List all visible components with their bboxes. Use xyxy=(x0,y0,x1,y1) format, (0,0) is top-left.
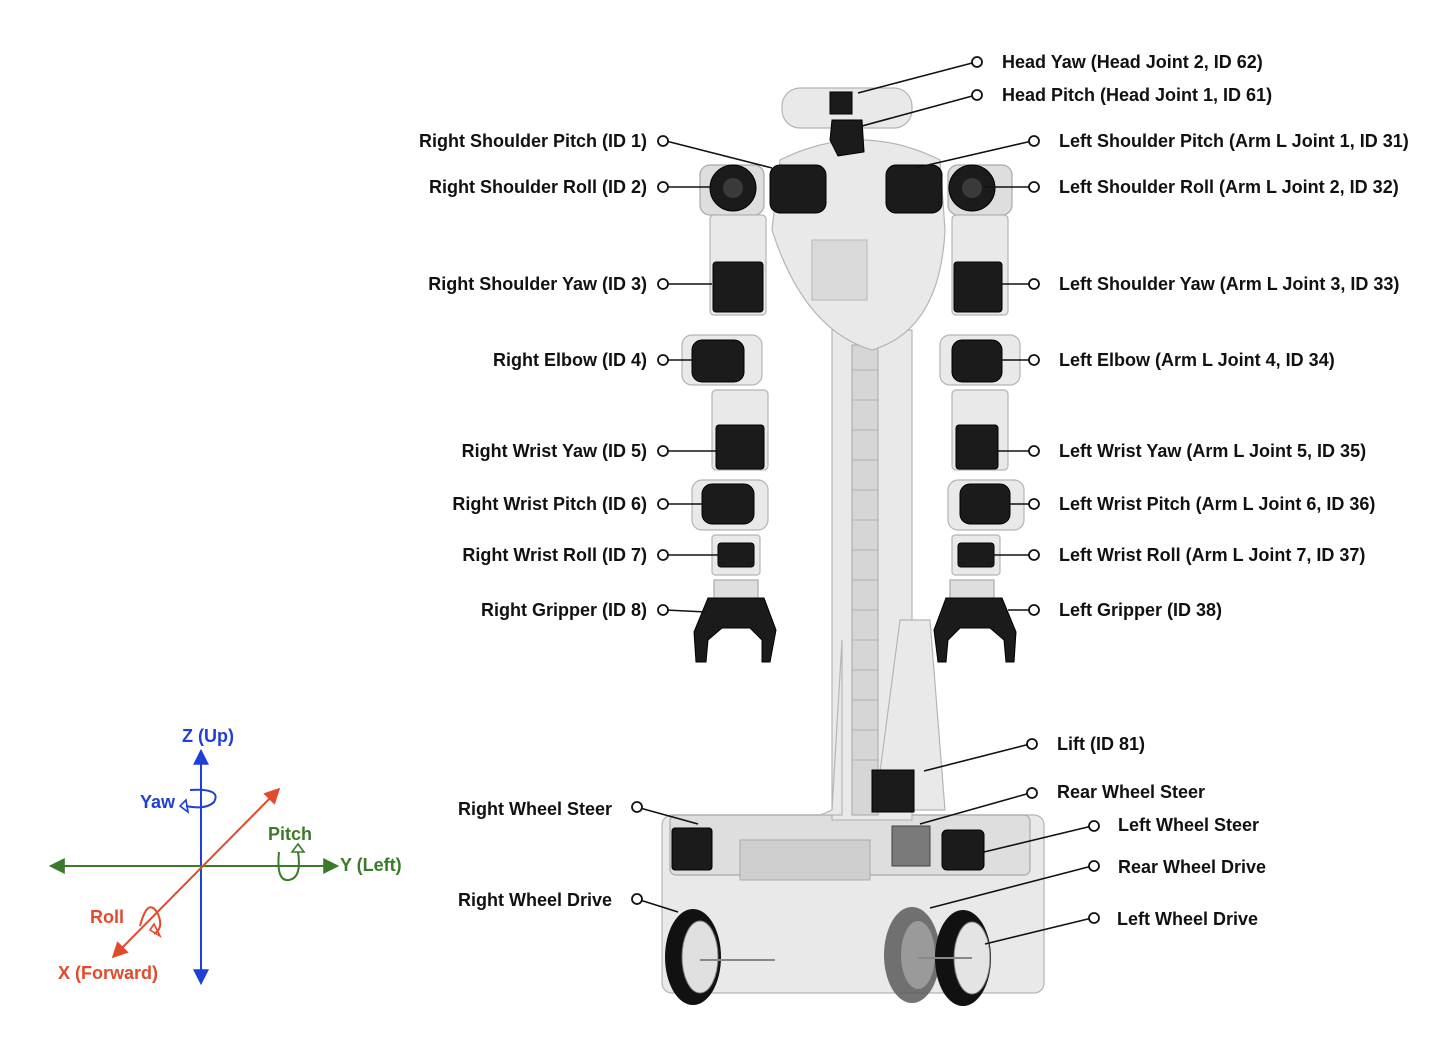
label-head-yaw: Head Yaw (Head Joint 2, ID 62) xyxy=(1002,52,1263,72)
label-left-wrist-pitch: Left Wrist Pitch (Arm L Joint 6, ID 36) xyxy=(1059,494,1375,514)
left-shoulder-pitch-motor xyxy=(885,164,943,214)
right-wrist-roll-motor xyxy=(717,542,755,568)
left-elbow-motor xyxy=(951,339,1003,383)
right-wrist-yaw-motor xyxy=(715,424,765,470)
label-left-wrist-roll: Left Wrist Roll (Arm L Joint 7, ID 37) xyxy=(1059,545,1365,565)
roll-label: Roll xyxy=(90,907,124,927)
rear-wheel-steer-motor xyxy=(891,825,931,867)
label-rear-wheel-steer: Rear Wheel Steer xyxy=(1057,782,1205,802)
label-right-wheel-steer: Right Wheel Steer xyxy=(458,799,612,819)
label-left-elbow: Left Elbow (Arm L Joint 4, ID 34) xyxy=(1059,350,1335,370)
label-right-wrist-pitch: Right Wrist Pitch (ID 6) xyxy=(452,494,647,514)
label-left-wrist-yaw: Left Wrist Yaw (Arm L Joint 5, ID 35) xyxy=(1059,441,1366,461)
yaw-rotation-icon xyxy=(185,788,217,809)
right-gripper-shape xyxy=(693,597,777,663)
x-axis-label: X (Forward) xyxy=(58,963,158,983)
label-rear-wheel-drive: Rear Wheel Drive xyxy=(1118,857,1266,877)
y-axis-label: Y (Left) xyxy=(340,855,402,875)
right-wheel-steer-motor xyxy=(671,827,713,871)
lift-flare xyxy=(874,619,946,811)
label-left-shoulder-pitch: Left Shoulder Pitch (Arm L Joint 1, ID 3… xyxy=(1059,131,1409,151)
label-right-elbow: Right Elbow (ID 4) xyxy=(493,350,647,370)
label-left-gripper: Left Gripper (ID 38) xyxy=(1059,600,1222,620)
right-elbow-motor xyxy=(691,339,745,383)
label-left-wheel-drive: Left Wheel Drive xyxy=(1117,909,1258,929)
label-left-shoulder-yaw: Left Shoulder Yaw (Arm L Joint 3, ID 33) xyxy=(1059,274,1399,294)
right-shoulder-pitch-motor xyxy=(769,164,827,214)
lift-motor xyxy=(871,769,915,813)
left-wrist-pitch-motor xyxy=(959,483,1011,525)
robot-illustration xyxy=(661,87,1045,1006)
label-right-wrist-yaw: Right Wrist Yaw (ID 5) xyxy=(462,441,647,461)
z-axis-label: Z (Up) xyxy=(182,726,234,746)
left-gripper-shape xyxy=(933,597,1017,663)
leader-lines xyxy=(631,56,1100,945)
label-right-shoulder-yaw: Right Shoulder Yaw (ID 3) xyxy=(428,274,647,294)
left-wheel-steer-motor xyxy=(941,829,985,871)
coordinate-frame: Z (Up) Yaw Pitch Y (Left) Roll X (Forwar… xyxy=(48,726,402,986)
label-left-shoulder-roll: Left Shoulder Roll (Arm L Joint 2, ID 32… xyxy=(1059,177,1399,197)
head-pitch-motor xyxy=(829,119,865,157)
right-wrist-pitch-motor xyxy=(701,483,755,525)
roll-rotation-icon xyxy=(139,906,162,935)
left-shoulder-yaw-motor xyxy=(953,261,1003,313)
pitch-label: Pitch xyxy=(268,824,312,844)
yaw-label: Yaw xyxy=(140,792,176,812)
label-left-wheel-steer: Left Wheel Steer xyxy=(1118,815,1259,835)
label-right-gripper: Right Gripper (ID 8) xyxy=(481,600,647,620)
joint-labels: Head Yaw (Head Joint 2, ID 62) Head Pitc… xyxy=(419,52,1409,929)
pitch-rotation-icon xyxy=(277,851,300,882)
left-wrist-yaw-motor xyxy=(955,424,999,470)
label-head-pitch: Head Pitch (Head Joint 1, ID 61) xyxy=(1002,85,1272,105)
label-right-wheel-drive: Right Wheel Drive xyxy=(458,890,612,910)
label-right-wrist-roll: Right Wrist Roll (ID 7) xyxy=(462,545,647,565)
label-lift: Lift (ID 81) xyxy=(1057,734,1145,754)
label-right-shoulder-roll: Right Shoulder Roll (ID 2) xyxy=(429,177,647,197)
head-yaw-motor xyxy=(829,91,853,115)
x-axis xyxy=(111,787,281,959)
right-shoulder-yaw-motor xyxy=(712,261,764,313)
label-right-shoulder-pitch: Right Shoulder Pitch (ID 1) xyxy=(419,131,647,151)
left-wrist-roll-motor xyxy=(957,542,995,568)
